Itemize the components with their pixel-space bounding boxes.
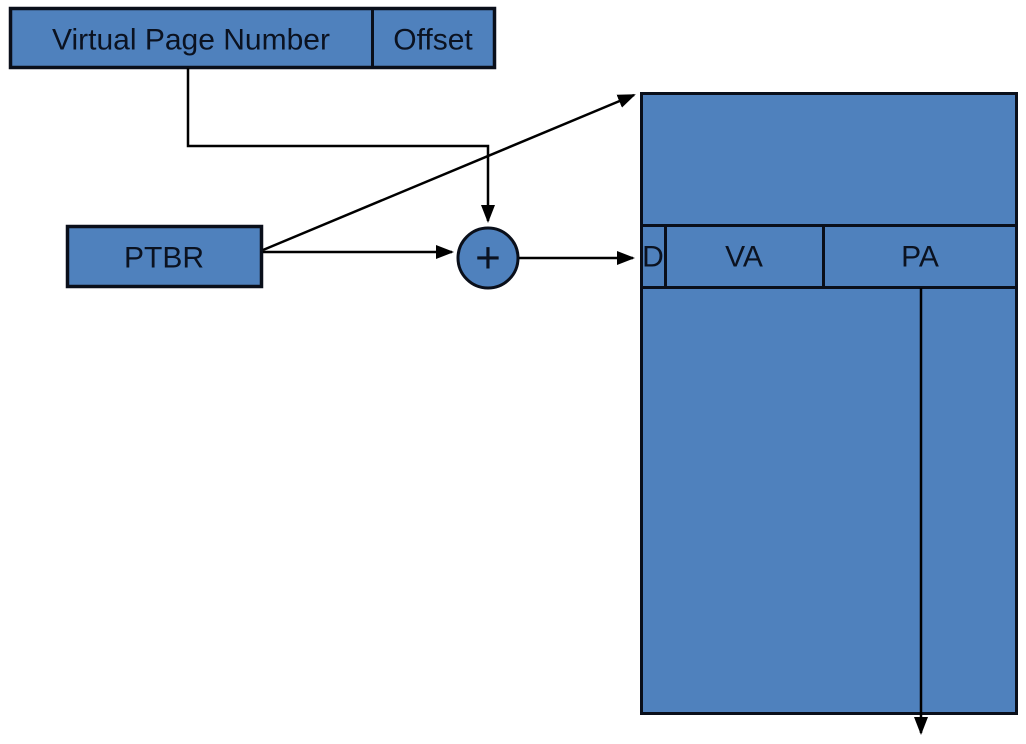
va-cell-label: VA bbox=[725, 241, 763, 274]
page-table bbox=[640, 92, 1018, 715]
offset-label: Offset bbox=[393, 24, 473, 57]
pa-cell-label: PA bbox=[901, 241, 939, 274]
adder-circle bbox=[456, 226, 520, 290]
ptbr-label: PTBR bbox=[124, 242, 204, 275]
connector-vpn-to-adder bbox=[186, 68, 495, 223]
ptbr-box bbox=[65, 224, 264, 289]
dirty-bit-cell-label: D bbox=[642, 241, 664, 274]
virtual-address-box bbox=[8, 6, 497, 70]
plus-symbol: + bbox=[475, 234, 501, 283]
virtual-page-number-label: Virtual Page Number bbox=[52, 24, 330, 57]
connector-ptbr-to-page-table-top bbox=[262, 93, 636, 252]
